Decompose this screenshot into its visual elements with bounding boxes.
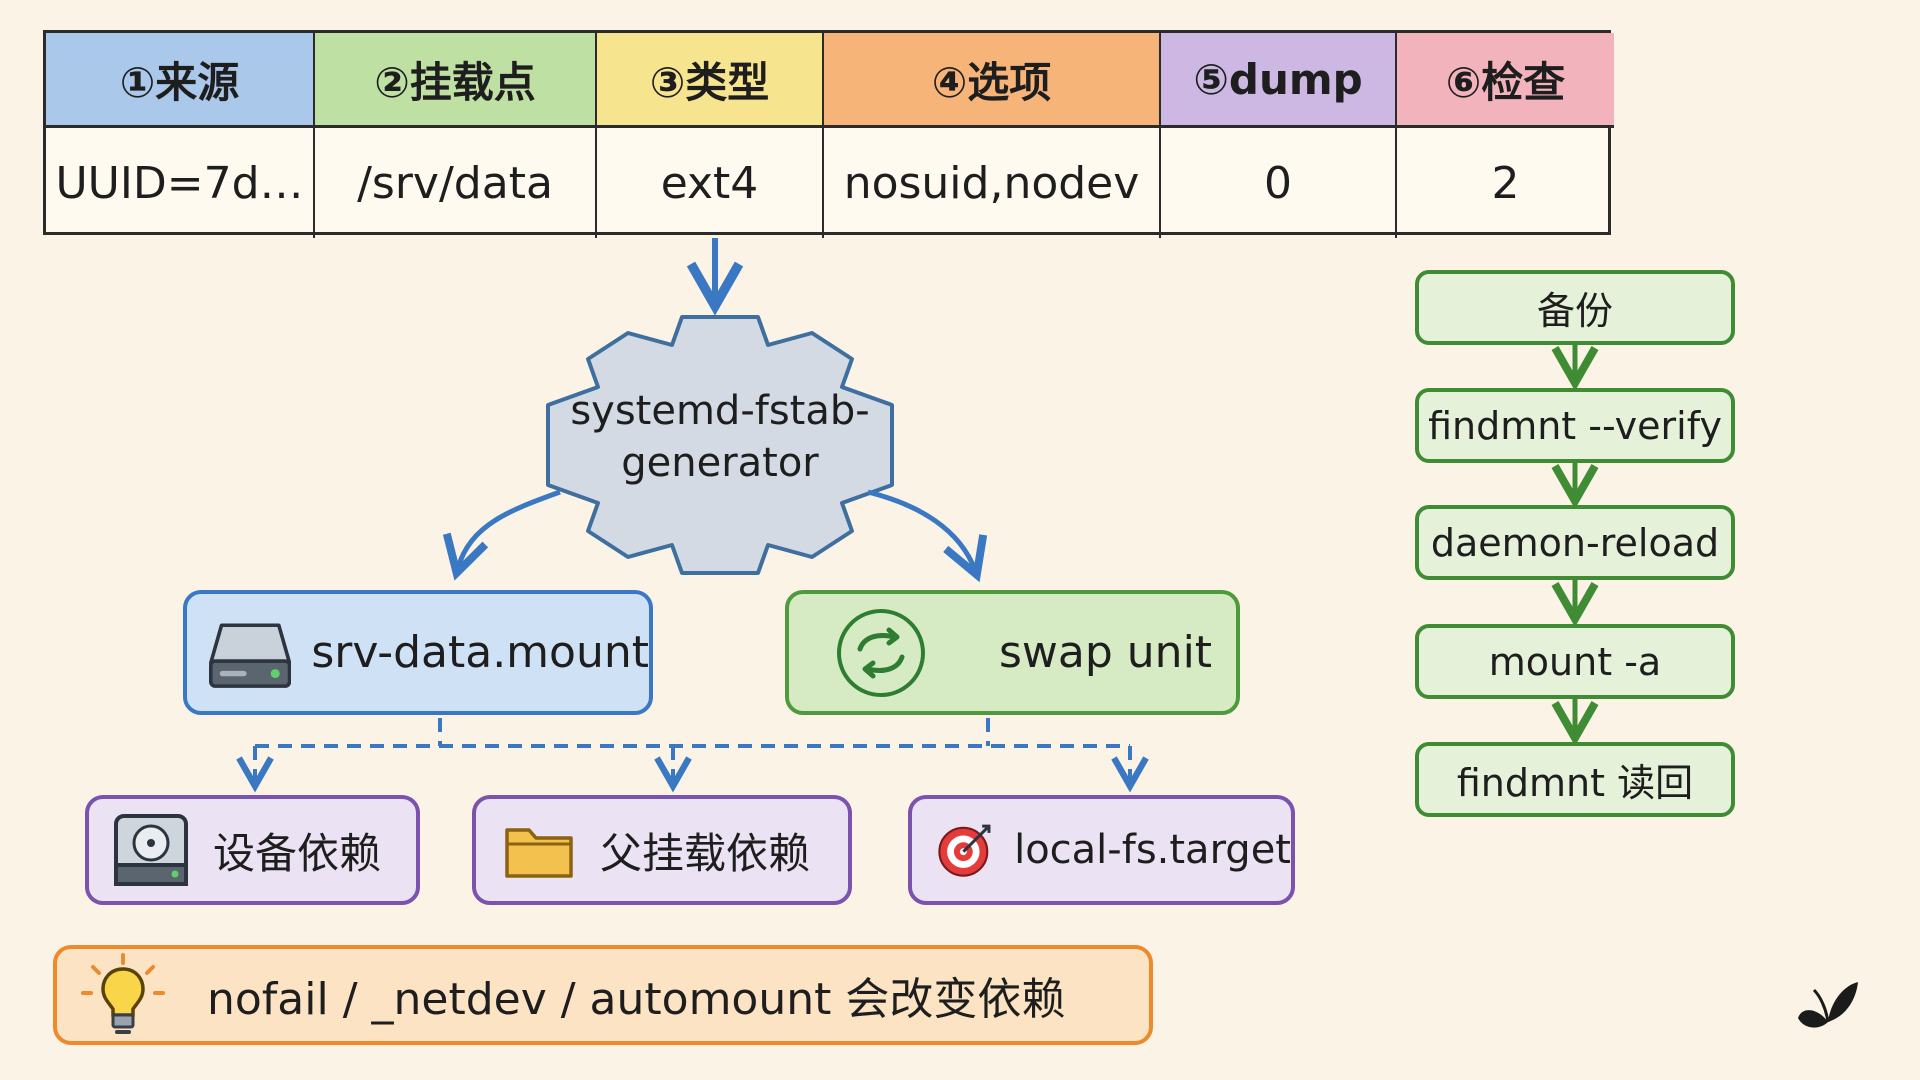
workflow-step-label: daemon-reload bbox=[1430, 520, 1720, 565]
workflow-step-label: 备份 bbox=[1536, 289, 1613, 333]
workflow-step-label: mount -a bbox=[1488, 639, 1662, 684]
header-mount-point: ②挂载点 bbox=[315, 33, 597, 128]
lightbulb-icon bbox=[81, 953, 165, 1034]
value-dump: 0 bbox=[1161, 128, 1397, 238]
swap-arrows-icon bbox=[837, 608, 925, 697]
tip-label: nofail / _netdev / automount 会改变依赖 bbox=[207, 974, 1066, 1025]
swap-unit-box: swap unit bbox=[785, 590, 1240, 715]
mount-unit-label: srv-data.mount bbox=[311, 627, 649, 678]
gear-icon bbox=[546, 315, 894, 575]
generator-label-line2: generator bbox=[621, 440, 819, 486]
generator-label: systemd-fstab- generator bbox=[530, 385, 910, 489]
hard-drive-icon bbox=[209, 622, 292, 688]
value-type: ext4 bbox=[597, 128, 824, 238]
tip-box: nofail / _netdev / automount 会改变依赖 bbox=[53, 945, 1153, 1045]
fstab-table: ①来源 ②挂载点 ③类型 ④选项 ⑤dump ⑥检查 UUID=7d… /srv… bbox=[43, 30, 1614, 238]
workflow-step-backup: 备份 bbox=[1415, 270, 1735, 345]
workflow-step-mount: mount -a bbox=[1415, 624, 1735, 699]
workflow-step-label: findmnt 读回 bbox=[1456, 761, 1694, 805]
generator-to-mount-arrow bbox=[442, 489, 561, 581]
generator-label-line1: systemd-fstab- bbox=[570, 388, 870, 434]
workflow-step-label: findmnt --verify bbox=[1428, 403, 1722, 448]
folder-icon bbox=[505, 828, 573, 878]
target-icon bbox=[938, 824, 991, 877]
parent-mount-dependency-label: 父挂载依赖 bbox=[600, 828, 811, 878]
workflow-step-readback: findmnt 读回 bbox=[1415, 742, 1735, 817]
value-mount-point: /srv/data bbox=[315, 128, 597, 238]
local-fs-target-label: local-fs.target bbox=[1014, 827, 1291, 873]
local-fs-target-box: local-fs.target bbox=[908, 795, 1295, 905]
workflow-step-verify: findmnt --verify bbox=[1415, 388, 1735, 463]
header-check: ⑥检查 bbox=[1397, 33, 1614, 128]
workflow-step-daemon-reload: daemon-reload bbox=[1415, 505, 1735, 580]
parent-mount-dependency-box: 父挂载依赖 bbox=[472, 795, 852, 905]
generator-to-swap-arrow bbox=[867, 489, 988, 583]
header-type: ③类型 bbox=[597, 33, 824, 128]
device-dependency-label: 设备依赖 bbox=[213, 828, 382, 878]
device-dependency-box: 设备依赖 bbox=[85, 795, 420, 905]
value-source: UUID=7d… bbox=[46, 128, 315, 238]
header-options: ④选项 bbox=[824, 33, 1161, 128]
swap-unit-label: swap unit bbox=[999, 627, 1213, 678]
header-dump: ⑤dump bbox=[1161, 33, 1397, 128]
header-source: ①来源 bbox=[46, 33, 315, 128]
value-check: 2 bbox=[1491, 157, 1520, 209]
butterfly-icon bbox=[1798, 982, 1858, 1028]
value-options: nosuid,nodev bbox=[824, 128, 1161, 238]
mount-unit-box: srv-data.mount bbox=[183, 590, 653, 715]
disk-icon bbox=[114, 814, 188, 886]
dependency-bus bbox=[236, 718, 1149, 793]
